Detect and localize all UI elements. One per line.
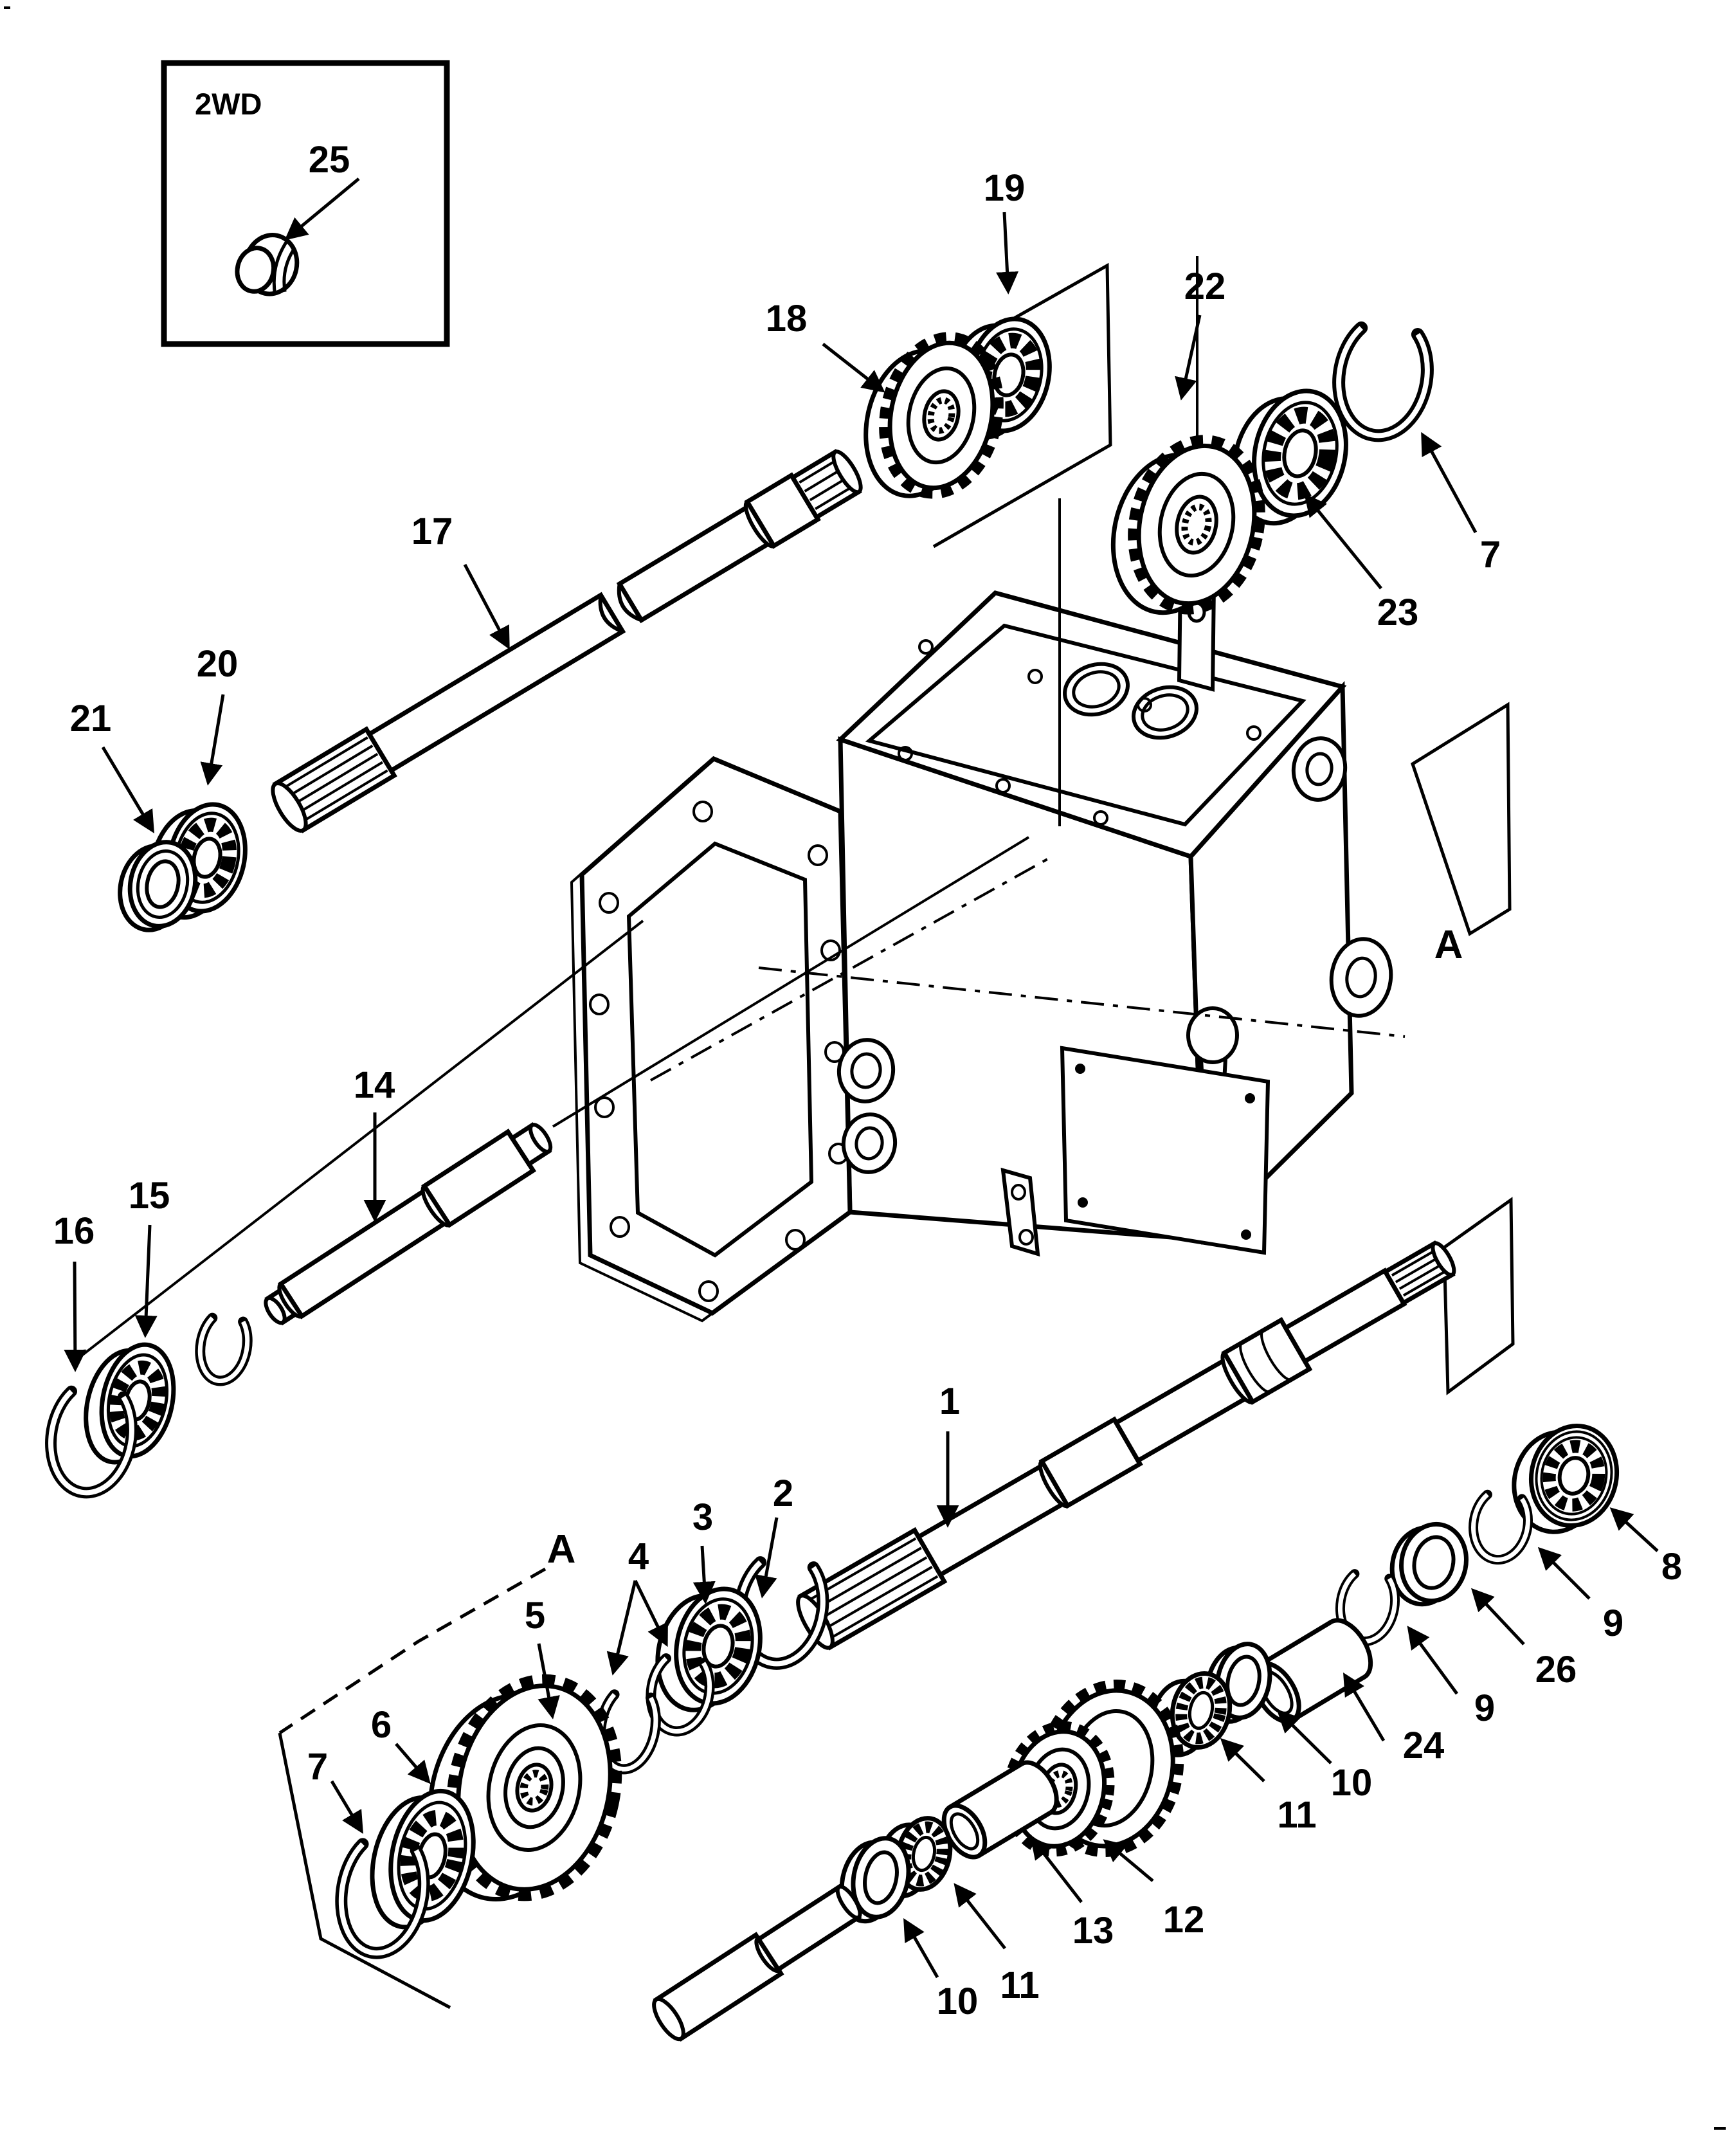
inset-2wd: 2WD (161, 60, 450, 347)
part-label-22: 22 (1184, 266, 1226, 307)
part-label-15: 15 (129, 1175, 170, 1217)
snap-ring-7-top (1332, 310, 1434, 442)
part-label-6: 6 (371, 1704, 392, 1746)
part-label-8: 8 (1661, 1546, 1682, 1588)
part-label-25: 25 (309, 139, 350, 181)
part-label-23: 23 (1377, 592, 1419, 633)
interior-bore (1063, 662, 1130, 717)
part-label-4: 4 (628, 1536, 649, 1577)
access-plate (1060, 1046, 1270, 1255)
collar-24 (1251, 1618, 1373, 1724)
part-label-12: 12 (1163, 1899, 1205, 1941)
snap-ring-small (195, 1305, 253, 1386)
right-boss (1291, 736, 1348, 802)
rim-bolt-holes (898, 639, 1261, 826)
part-label-21: 21 (70, 698, 112, 739)
part-label-9-left: 9 (1474, 1687, 1495, 1729)
section-a-leader (278, 1567, 547, 1735)
gear-22 (1110, 435, 1265, 615)
view-label-a-right: A (1434, 923, 1463, 967)
part-labels: 25 17 18 19 22 23 7 A 21 20 14 16 15 1 2… (53, 139, 1682, 2022)
counter-shaft-stub (652, 1883, 862, 2042)
inset-title: 2WD (195, 87, 262, 121)
part-label-7-top: 7 (1480, 534, 1501, 576)
phantom-panels (278, 262, 1515, 2009)
part-label-2: 2 (773, 1473, 793, 1514)
seal-21 (118, 840, 198, 932)
part-label-26: 26 (1535, 1649, 1577, 1691)
shaft-17 (271, 449, 863, 833)
part-label-20: 20 (197, 643, 239, 685)
part-label-7-bottom: 7 (307, 1746, 328, 1788)
snap-ring-4a (595, 1680, 661, 1775)
inset-box (161, 60, 450, 347)
part-label-13: 13 (1072, 1910, 1114, 1952)
part-label-18: 18 (766, 298, 808, 340)
part-label-14: 14 (354, 1064, 395, 1106)
right-boss (1329, 937, 1393, 1018)
front-bore (836, 1038, 896, 1103)
snap-ring-9-right (1469, 1483, 1533, 1565)
part-label-9-right: 9 (1603, 1602, 1623, 1644)
part-label-10-right: 10 (1331, 1762, 1373, 1804)
transmission-housing (570, 574, 1393, 1323)
bearing-8 (1512, 1423, 1620, 1534)
leader-arrows (64, 177, 1659, 1979)
part-label-17: 17 (411, 511, 453, 552)
plug-25 (235, 233, 300, 296)
front-bore (841, 1112, 898, 1174)
gear-18 (863, 332, 1004, 499)
part-label-11-left: 11 (1000, 1964, 1039, 2006)
axis-lines (77, 256, 1406, 1359)
view-label-a-bottom: A (547, 1527, 576, 1572)
flange-opening (626, 841, 814, 1258)
part-label-5: 5 (525, 1595, 545, 1637)
collar-13 (941, 1760, 1059, 1860)
part-label-24: 24 (1403, 1725, 1445, 1766)
part-label-19: 19 (984, 167, 1026, 209)
part-label-11-right: 11 (1277, 1794, 1316, 1836)
snap-ring-16 (45, 1374, 138, 1499)
seal-26 (1389, 1521, 1469, 1607)
shaft-14 (264, 1122, 553, 1326)
snap-ring-7-bottom (335, 1826, 430, 1959)
snap-ring-4b (646, 1646, 715, 1737)
part-label-16: 16 (53, 1210, 95, 1252)
main-shaft-1 (796, 1240, 1456, 1651)
access-plate-screws (1075, 1064, 1255, 1240)
part-label-3: 3 (692, 1496, 713, 1538)
part-label-10-left: 10 (937, 1981, 979, 2022)
part-label-1: 1 (939, 1381, 960, 1422)
